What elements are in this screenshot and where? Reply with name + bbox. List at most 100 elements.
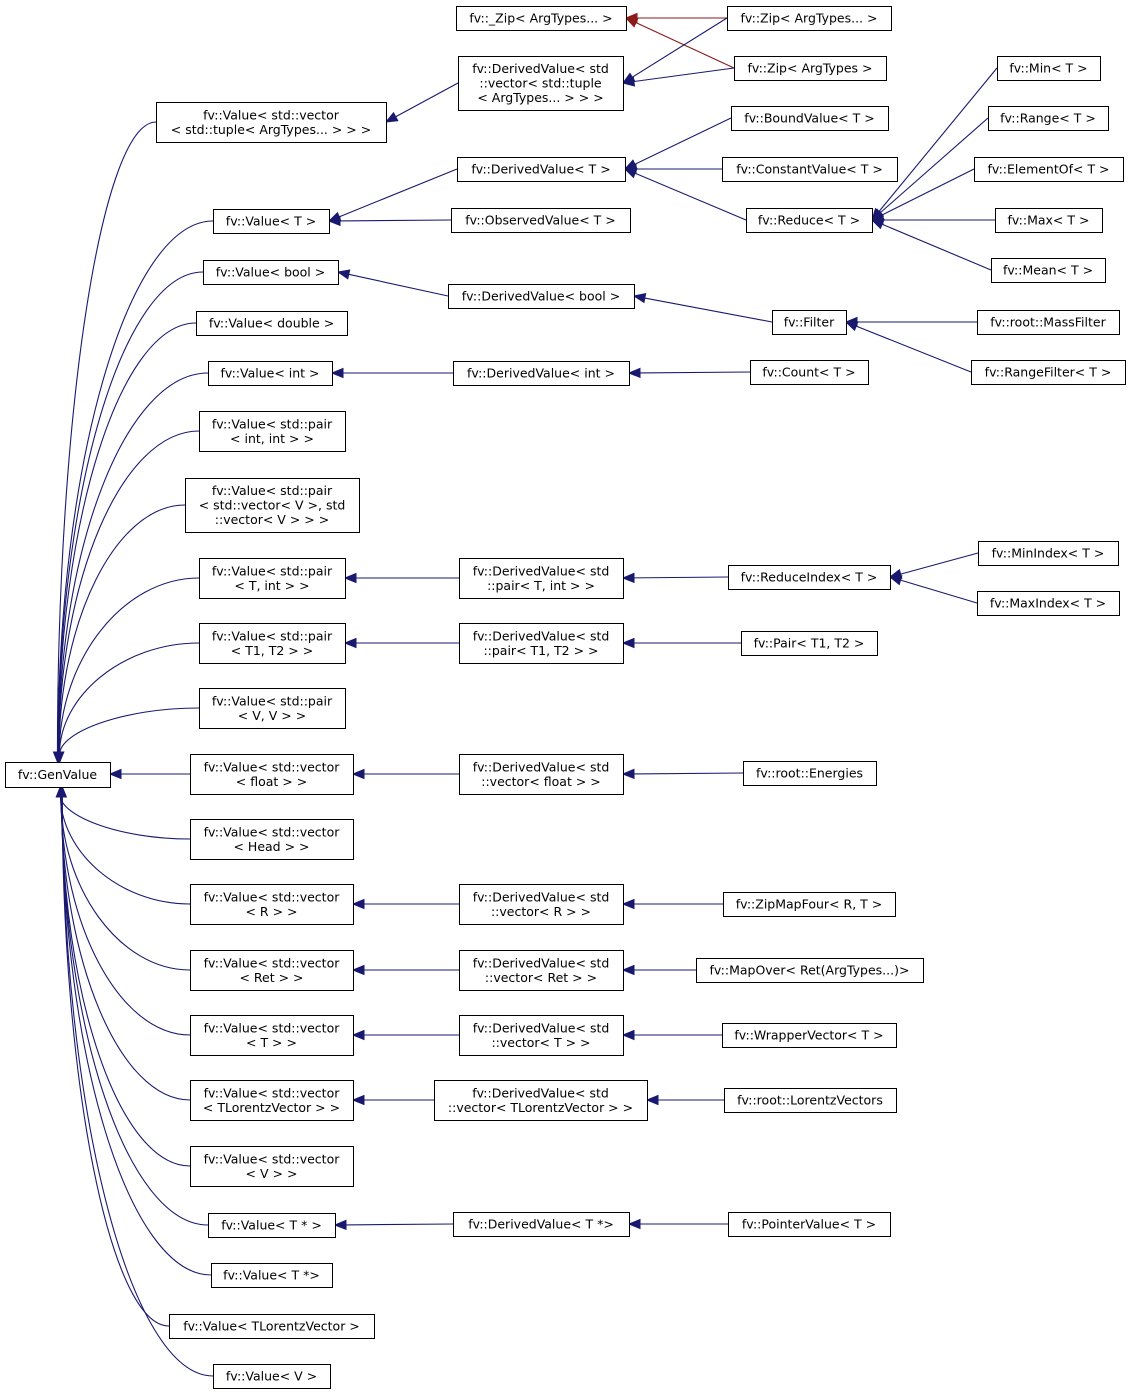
class-node-dv-bool[interactable]: fv::DerivedValue< bool > [448, 284, 635, 309]
class-node-label: fv::ObservedValue< T > [465, 213, 616, 228]
class-node-range-filter[interactable]: fv::RangeFilter< T > [971, 360, 1126, 385]
class-node-v-vec-tlv[interactable]: fv::Value< std::vector< TLorentzVector >… [190, 1080, 354, 1121]
class-node-observed-value[interactable]: fv::ObservedValue< T > [451, 208, 631, 233]
edge-v-pair-vec-v-to-gen-value [54, 504, 186, 764]
class-node-mean[interactable]: fv::Mean< T > [991, 258, 1106, 283]
class-node-map-over[interactable]: fv::MapOver< Ret(ArgTypes...)> [696, 958, 924, 983]
class-node-wrapper-vector[interactable]: fv::WrapperVector< T > [722, 1023, 897, 1048]
class-node-v-vec-r[interactable]: fv::Value< std::vector< R > > [190, 884, 354, 925]
edge-v-bool-to-gen-value [53, 271, 204, 764]
class-node-dv-vec-float[interactable]: fv::DerivedValue< std::vector< float > > [459, 754, 624, 795]
class-node-filter[interactable]: fv::Filter [772, 310, 847, 335]
class-node-constant-value[interactable]: fv::ConstantValue< T > [722, 157, 898, 182]
class-node-element-of[interactable]: fv::ElementOf< T > [974, 157, 1124, 182]
class-node-label: < T, int > > [234, 578, 309, 593]
class-node-mass-filter[interactable]: fv::root::MassFilter [977, 310, 1120, 335]
class-node-max-index[interactable]: fv::MaxIndex< T > [977, 591, 1120, 616]
class-node-zip-map-four[interactable]: fv::ZipMapFour< R, T > [723, 892, 896, 917]
class-node-lorentz-vectors[interactable]: fv::root::LorentzVectors [724, 1088, 897, 1113]
class-node-max[interactable]: fv::Max< T > [995, 208, 1103, 233]
class-node-pointer-value[interactable]: fv::PointerValue< T > [728, 1212, 891, 1237]
class-node-energies[interactable]: fv::root::Energies [743, 761, 877, 786]
class-node-v-vec-head[interactable]: fv::Value< std::vector< Head > > [190, 819, 354, 860]
class-node-box [453, 361, 630, 386]
class-node-v-tlv[interactable]: fv::Value< TLorentzVector > [169, 1314, 375, 1339]
class-node-label: fv::Zip< ArgTypes... > [741, 11, 878, 26]
class-node-box [772, 310, 847, 335]
class-node-v-pair-t1-t2[interactable]: fv::Value< std::pair< T1, T2 > > [199, 623, 346, 664]
class-node-v-v[interactable]: fv::Value< V > [213, 1364, 331, 1389]
class-node-zip[interactable]: fv::Zip< ArgTypes > [734, 56, 887, 81]
class-node-dv-pair-t-int[interactable]: fv::DerivedValue< std::pair< T, int > > [459, 558, 624, 599]
class-node-label: fv::DerivedValue< T *> [468, 1217, 614, 1232]
class-node-box [199, 688, 346, 729]
class-node-dv-tptr[interactable]: fv::DerivedValue< T *> [453, 1212, 630, 1237]
class-node-label: fv::MapOver< Ret(ArgTypes...)> [710, 963, 910, 978]
class-node-box [722, 157, 898, 182]
class-node-pair[interactable]: fv::Pair< T1, T2 > [741, 631, 878, 656]
class-node-dv-vec-ret[interactable]: fv::DerivedValue< std::vector< Ret > > [459, 950, 624, 991]
class-node-box [977, 310, 1120, 335]
class-node-v-vec-float[interactable]: fv::Value< std::vector< float > > [190, 754, 354, 795]
class-node-label: ::pair< T, int > > [487, 578, 595, 593]
class-node-reduce[interactable]: fv::Reduce< T > [746, 208, 873, 233]
class-node-box [741, 631, 878, 656]
class-node-v-t[interactable]: fv::Value< T > [213, 209, 330, 234]
class-node-v-double[interactable]: fv::Value< double > [196, 311, 348, 336]
class-node-min[interactable]: fv::Min< T > [997, 56, 1101, 81]
class-node-v-pair-t-int[interactable]: fv::Value< std::pair< T, int > > [199, 558, 346, 599]
class-node-zip-priv[interactable]: fv::_Zip< ArgTypes... > [456, 6, 627, 31]
class-node-v-pair-v-v[interactable]: fv::Value< std::pair< V, V > > [199, 688, 346, 729]
class-node-label: fv::Max< T > [1008, 213, 1090, 228]
edge-max-index-to-reduce-index [888, 575, 978, 604]
class-node-label: < T > > [246, 1035, 297, 1050]
class-node-zip-dots[interactable]: fv::Zip< ArgTypes... > [727, 6, 892, 31]
class-node-box [723, 892, 896, 917]
class-node-dv-vec-tlv[interactable]: fv::DerivedValue< std::vector< TLorentzV… [434, 1080, 648, 1121]
edge-zip-to-dv-vec-tuple [621, 67, 735, 87]
class-node-label: fv::DerivedValue< std [473, 563, 610, 578]
class-node-v-vec-ret[interactable]: fv::Value< std::vector< Ret > > [190, 950, 354, 991]
class-node-v-int[interactable]: fv::Value< int > [208, 361, 333, 386]
class-node-range[interactable]: fv::Range< T > [988, 106, 1109, 131]
class-node-v-pair-vec-v[interactable]: fv::Value< std::pair< std::vector< V >, … [185, 478, 360, 533]
class-node-dv-vec-r[interactable]: fv::DerivedValue< std::vector< R > > [459, 884, 624, 925]
class-node-count[interactable]: fv::Count< T > [750, 360, 869, 385]
edge-min-to-reduce [871, 67, 998, 222]
class-node-box [696, 958, 924, 983]
edge-dv-bool-to-v-bool [336, 269, 449, 297]
class-node-label: fv::Value< std::vector [203, 107, 340, 122]
class-node-box [995, 208, 1103, 233]
class-node-v-tptr-sp[interactable]: fv::Value< T * > [208, 1213, 336, 1238]
class-node-v-pair-int-int[interactable]: fv::Value< std::pair< int, int > > [199, 411, 346, 452]
class-node-box [156, 102, 387, 143]
class-node-dv-vec-tuple[interactable]: fv::DerivedValue< std::vector< std::tupl… [458, 56, 624, 111]
class-node-label: fv::Value< std::vector [204, 1085, 341, 1100]
edge-dv-vec-tlv-to-v-vec-tlv [351, 1094, 434, 1106]
edge-zip-map-four-to-dv-vec-r [621, 898, 723, 910]
class-node-v-bool[interactable]: fv::Value< bool > [203, 260, 339, 285]
edge-v-v-to-gen-value [57, 785, 214, 1377]
edge-energies-to-dv-vec-float [621, 768, 744, 780]
class-node-dv-t[interactable]: fv::DerivedValue< T > [457, 157, 626, 182]
class-node-v-vec-t[interactable]: fv::Value< std::vector< T > > [190, 1015, 354, 1056]
class-node-label: fv::Value< std::pair [212, 628, 333, 643]
class-node-v-tptr[interactable]: fv::Value< T *> [211, 1263, 333, 1288]
class-node-label: ::vector< std::tuple [479, 76, 602, 91]
class-node-label: fv::DerivedValue< std [473, 759, 610, 774]
class-node-dv-pair-t1-t2[interactable]: fv::DerivedValue< std::pair< T1, T2 > > [459, 623, 624, 664]
class-node-box [974, 157, 1124, 182]
class-node-min-index[interactable]: fv::MinIndex< T > [978, 541, 1119, 566]
edge-zip-dots-to-dv-vec-tuple [621, 17, 728, 84]
class-node-v-vec-v[interactable]: fv::Value< std::vector< V > > [190, 1146, 354, 1187]
class-node-gen-value[interactable]: fv::GenValue [5, 762, 111, 788]
class-node-dv-int[interactable]: fv::DerivedValue< int > [453, 361, 630, 386]
class-node-dv-vec-t[interactable]: fv::DerivedValue< std::vector< T > > [459, 1015, 624, 1056]
class-node-label: fv::Value< std::pair [212, 483, 333, 498]
class-node-reduce-index[interactable]: fv::ReduceIndex< T > [728, 565, 891, 590]
class-node-bound-value[interactable]: fv::BoundValue< T > [731, 106, 889, 131]
edge-wrapper-vector-to-dv-vec-t [621, 1029, 722, 1041]
edge-pointer-value-to-dv-tptr [627, 1218, 728, 1230]
edge-filter-to-dv-bool [632, 292, 773, 323]
class-node-v-vec-tuple[interactable]: fv::Value< std::vector< std::tuple< ArgT… [156, 102, 387, 143]
